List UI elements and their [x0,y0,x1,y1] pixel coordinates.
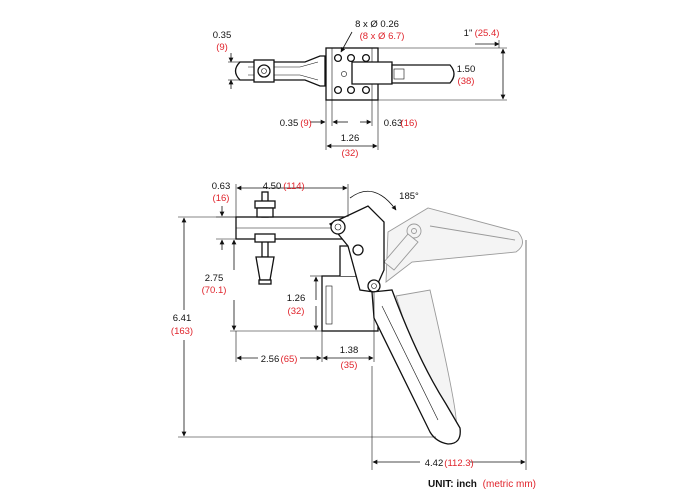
side-pivot-mid [352,244,364,256]
side-base-bracket [321,275,379,332]
top-dim-left-mm: (9) [216,42,228,53]
side-dim-a-in: 0.63 [212,181,231,192]
top-nut [253,59,275,83]
top-dim-right-in: 1" [464,28,473,39]
top-bar [234,55,326,87]
side-dim-h126-in: 1.26 [287,293,306,304]
side-base-slot [325,285,333,325]
top-linkage [351,61,393,85]
top-dim-base-mm: (32) [342,148,359,159]
side-pivot-front [330,219,346,235]
top-dim-left-in: 0.35 [213,30,232,41]
top-mounting-holes [333,53,371,95]
side-handle [371,289,461,445]
side-dim-h275-in: 2.75 [205,273,224,284]
side-spindle [254,191,276,285]
side-dim-h641-mm: (163) [171,326,193,337]
top-holes-mm: (8 x Ø 6.7) [360,31,405,42]
side-dim-256-in: 2.56 [261,354,280,365]
top-dim-bottom-right-in: 0.63 [384,118,403,129]
side-dim-a-mm: (16) [213,193,230,204]
top-dim-right-mm: (25.4) [475,28,500,39]
side-dim-442-in: 4.42 [425,458,444,469]
side-dim-reach-in: 4.50 [263,181,282,192]
side-angle-arc [349,190,397,211]
top-dim-base-in: 1.26 [341,133,360,144]
side-dim-442-mm: (112.3) [444,458,473,469]
side-dim-reach-mm: (114) [283,181,304,192]
top-dim-height-in: 1.50 [457,64,476,75]
top-handle [391,64,455,84]
side-view: 185° 0.63 (16) 4.50 (114) 2.75 (70.1) 1.… [171,181,527,470]
unit-label-inch: UNIT: inch [428,479,477,490]
side-pivot-lower [367,279,381,293]
top-dim-height-mm: (38) [458,76,475,87]
side-angle: 185° [399,191,419,202]
side-dim-256-mm: (65) [281,354,298,365]
side-dim-138-mm: (35) [341,360,358,371]
side-dim-h275-mm: (70.1) [202,285,227,296]
top-handle-grip [393,68,405,80]
top-dim-bottom-left-in: 0.35 [280,118,299,129]
top-view: 0.35 (9) 8 x Ø 0.26 (8 x Ø 6.7) 1" (25.4… [213,19,507,159]
top-holes-in: 8 x Ø 0.26 [355,19,399,30]
side-dim-h641-in: 6.41 [173,313,192,324]
unit-label-metric: (metric mm) [483,479,536,490]
side-dim-h126-mm: (32) [288,306,305,317]
top-dim-bottom-right-mm: (16) [401,118,418,129]
side-ghost-handle [383,207,523,283]
unit-label: UNIT: inch (metric mm) [428,479,536,490]
side-dim-138-in: 1.38 [340,345,359,356]
top-dim-bottom-left-mm: (9) [300,118,312,129]
